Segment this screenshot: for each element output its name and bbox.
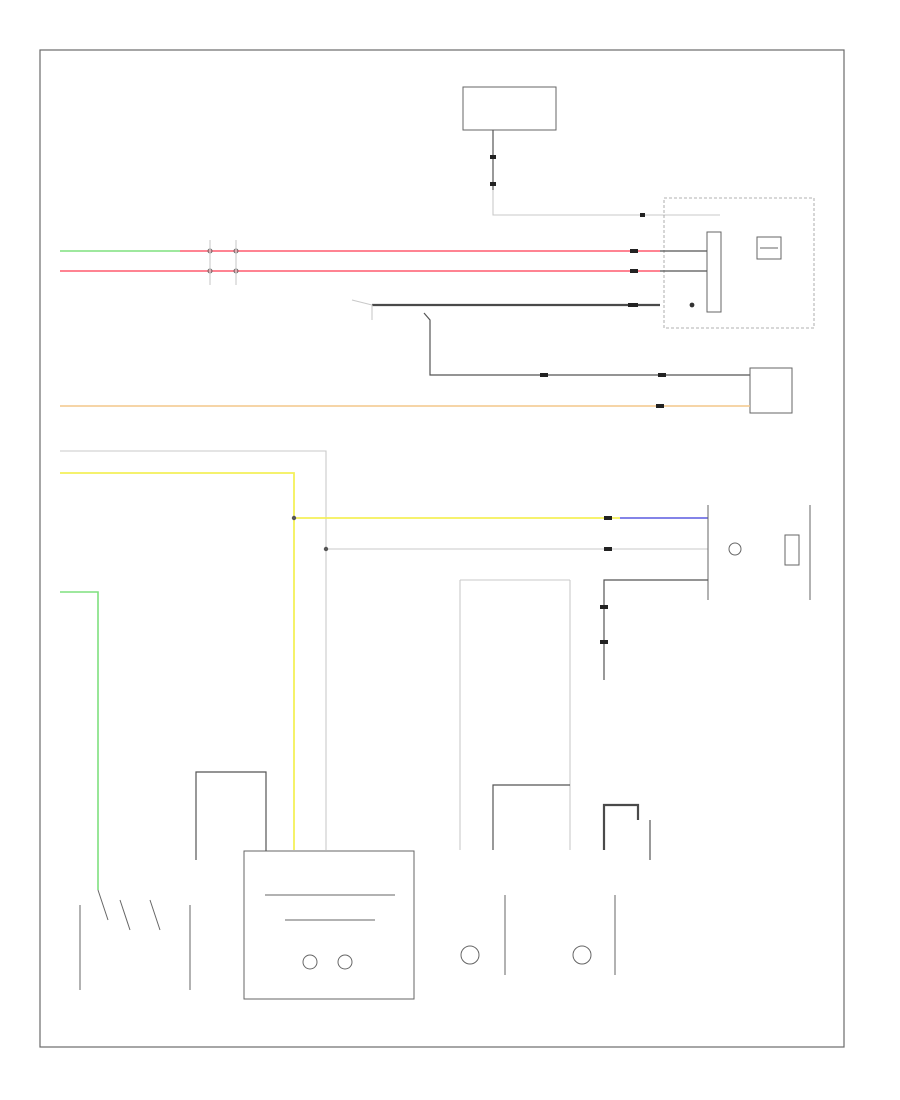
ground-point — [602, 803, 651, 860]
diagram-frame — [39, 49, 845, 1048]
front-door-light — [195, 771, 415, 1000]
instrument-cluster — [663, 197, 815, 329]
top-switch — [462, 86, 557, 190]
rear-door-light — [707, 505, 811, 600]
left-courtesy-lamp — [460, 784, 570, 975]
wire-yellow — [60, 472, 295, 850]
right-courtesy-lamp — [572, 895, 616, 975]
wire-green-2 — [60, 591, 99, 890]
front-passenger-door-switch — [79, 889, 191, 990]
